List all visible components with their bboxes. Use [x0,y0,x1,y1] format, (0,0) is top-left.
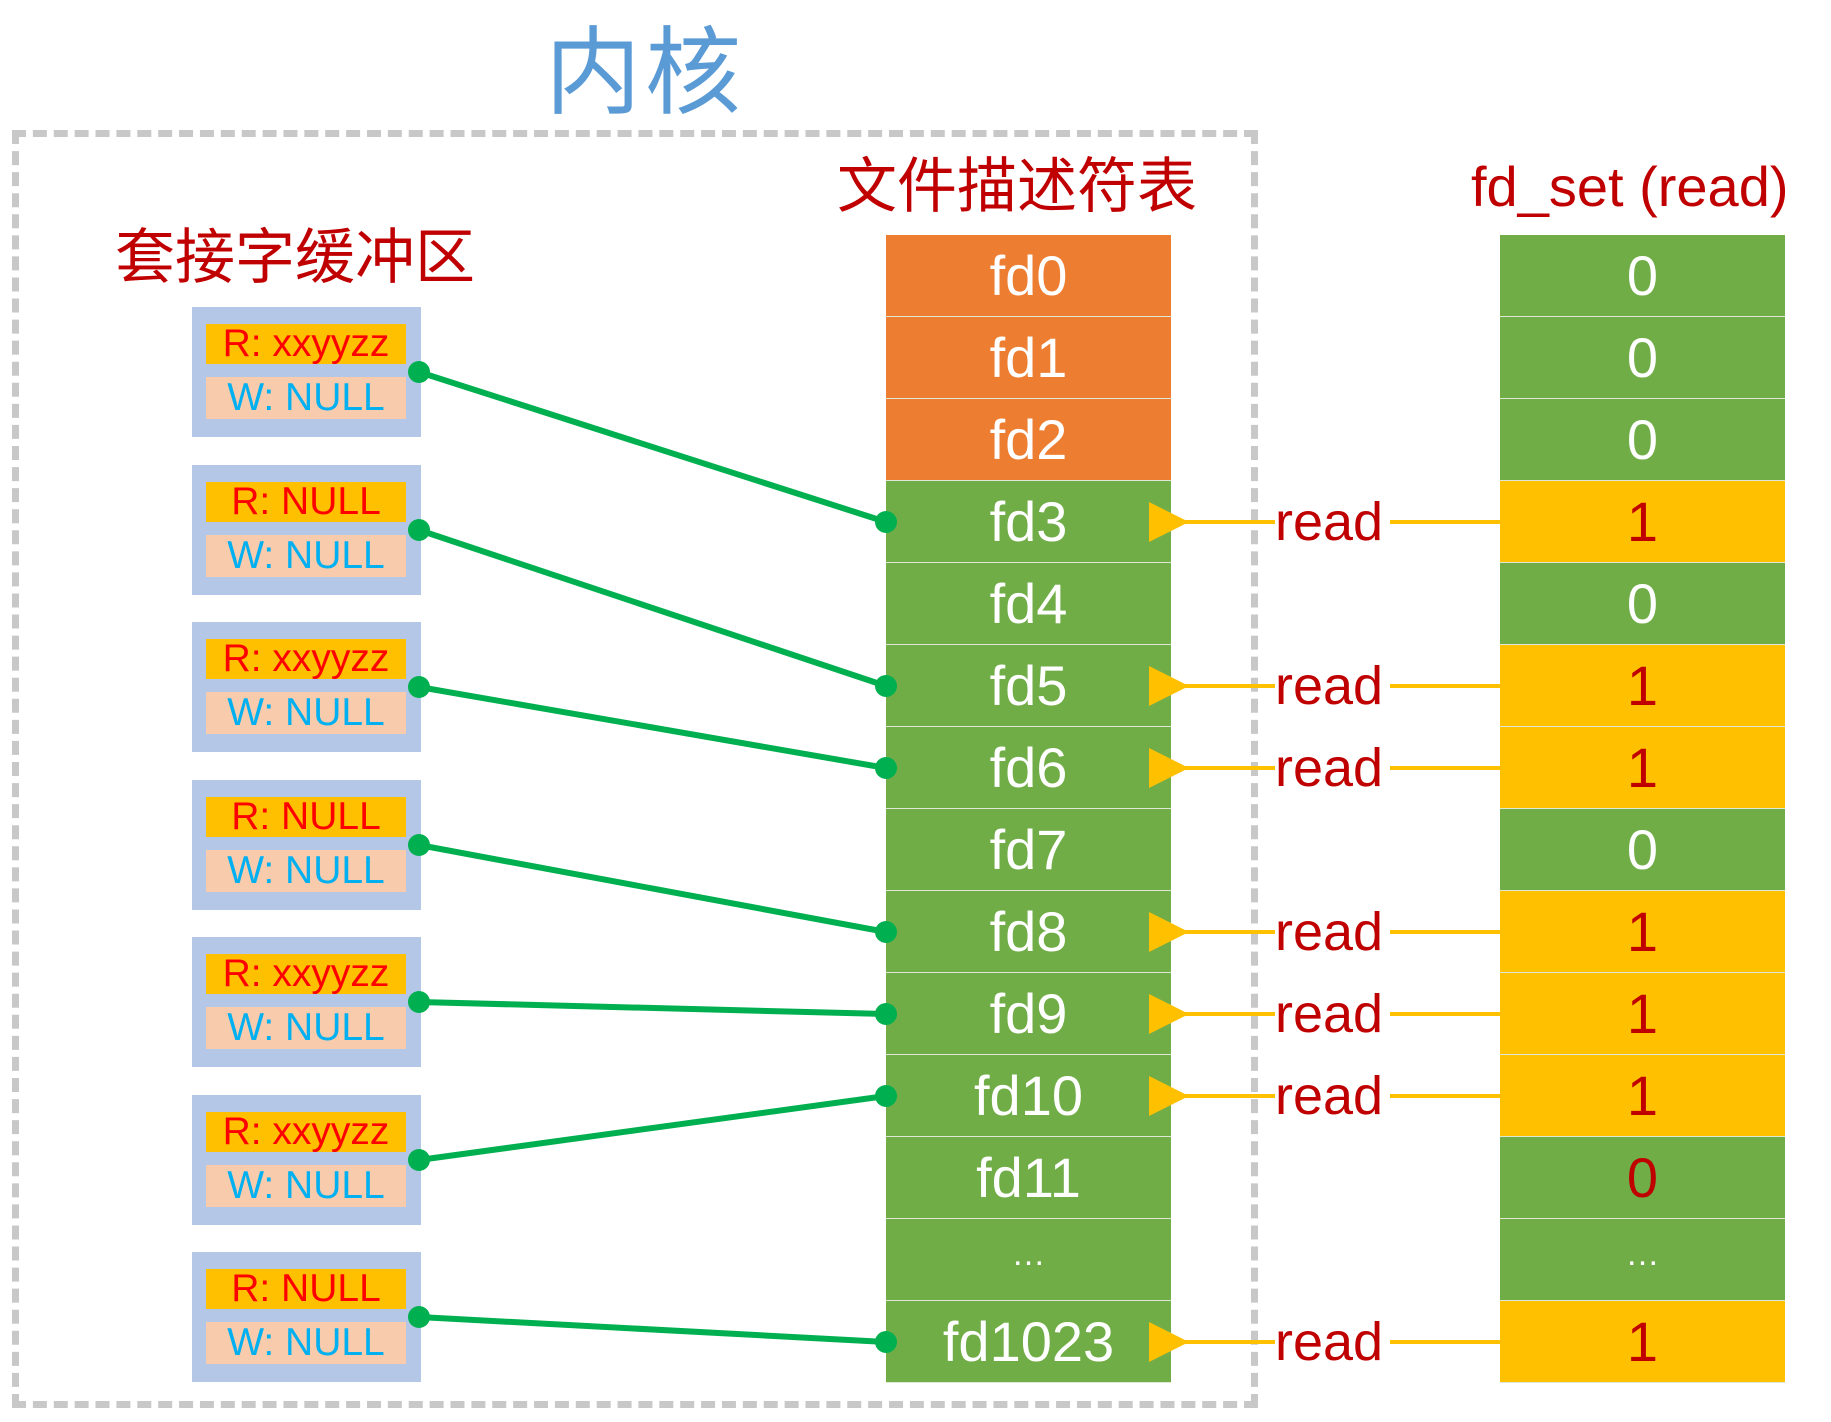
buffer-read-field: R: NULL [206,482,406,522]
buffer-fd-link [418,999,887,1017]
fd-cell: fd0 [886,235,1171,317]
buffer-read-field: R: xxyyzz [206,954,406,994]
socket-buffer: R: xxyyzz W: NULL [192,1095,421,1225]
buffer-read-field: R: NULL [206,1269,406,1309]
fd-set-bit: … [1500,1219,1785,1301]
fd-set-bit: 0 [1500,809,1785,891]
socket-buffer: R: xxyyzz W: NULL [192,937,421,1067]
socket-buffer: R: NULL W: NULL [192,780,421,910]
fd-set-bit: 1 [1500,1055,1785,1137]
read-label: read [1275,656,1384,716]
read-label: read [1275,738,1384,798]
link-endpoint [408,834,430,856]
fd-cell: fd8 [886,891,1171,973]
fd-set-bit: 1 [1500,727,1785,809]
link-endpoint [875,1003,897,1025]
read-label: read [1275,1066,1384,1126]
fd-set-bit: 0 [1500,563,1785,645]
fd-set-bit: 0 [1500,235,1785,317]
fd-set-bit: 0 [1500,399,1785,481]
link-endpoint [408,361,430,383]
fd-set-bit: 0 [1500,1137,1785,1219]
kernel-title: 内核 [545,17,745,129]
socket-buffer: R: NULL W: NULL [192,1252,421,1382]
buffer-read-field: R: xxyyzz [206,1112,406,1152]
socket-buffers-title: 套接字缓冲区 [115,223,475,293]
fd-cell: fd9 [886,973,1171,1055]
buffer-read-field: R: NULL [206,797,406,837]
fd-cell: fd1 [886,317,1171,399]
buffer-fd-link [418,369,887,525]
buffer-write-field: W: NULL [206,535,406,577]
fd-cell: fd5 [886,645,1171,727]
fd-table-title: 文件描述符表 [837,152,1197,222]
socket-buffer: R: NULL W: NULL [192,465,421,595]
link-endpoint [875,511,897,533]
fd-cell: fd4 [886,563,1171,645]
fd-set-bit: 1 [1500,973,1785,1055]
fd-set-bit: 0 [1500,317,1785,399]
link-endpoint [408,1306,430,1328]
link-endpoint [408,519,430,541]
link-endpoint [875,1085,897,1107]
fd-cell: … [886,1219,1171,1301]
read-label: read [1275,492,1384,552]
socket-buffer: R: xxyyzz W: NULL [192,307,421,437]
fd-cell: fd3 [886,481,1171,563]
buffer-read-field: R: xxyyzz [206,639,406,679]
buffer-fd-link [418,527,887,689]
buffer-fd-link [418,684,887,771]
read-label: read [1275,984,1384,1044]
read-label: read [1275,1312,1384,1372]
buffer-write-field: W: NULL [206,692,406,734]
fd-set-bit: 1 [1500,1301,1785,1383]
fd-set-bit: 1 [1500,891,1785,973]
link-endpoint [875,1331,897,1353]
socket-buffer: R: xxyyzz W: NULL [192,622,421,752]
read-label: read [1275,902,1384,962]
fd-cell: fd11 [886,1137,1171,1219]
fd-cell: fd7 [886,809,1171,891]
buffer-fd-link [418,1093,887,1163]
link-endpoint [408,1149,430,1171]
fd-cell: fd1023 [886,1301,1171,1383]
fd-cell: fd10 [886,1055,1171,1137]
fd-set-bit: 1 [1500,645,1785,727]
link-endpoint [408,676,430,698]
buffer-write-field: W: NULL [206,1007,406,1049]
buffer-write-field: W: NULL [206,1322,406,1364]
buffer-write-field: W: NULL [206,377,406,419]
link-endpoint [875,757,897,779]
buffer-read-field: R: xxyyzz [206,324,406,364]
fd-set-bit: 1 [1500,481,1785,563]
buffer-fd-link [418,1314,887,1345]
buffer-write-field: W: NULL [206,1165,406,1207]
fd-cell: fd6 [886,727,1171,809]
fd-set-title: fd_set (read) [1471,155,1789,218]
buffer-write-field: W: NULL [206,850,406,892]
link-endpoint [875,675,897,697]
buffer-fd-link [418,842,887,935]
fd-cell: fd2 [886,399,1171,481]
link-endpoint [875,921,897,943]
link-endpoint [408,991,430,1013]
